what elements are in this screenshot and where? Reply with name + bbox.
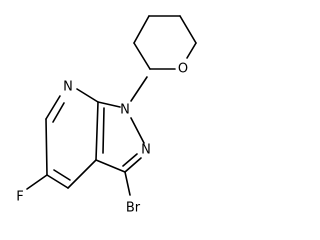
bromine-atom-label: Br [126, 201, 141, 216]
fluorine-atom-label: F [16, 190, 23, 205]
bond-c3a-c7a [95, 101, 99, 161]
bond-n2-c3-double [122, 153, 138, 167]
bond-c7a-npyr [76, 88, 99, 103]
bond-n1-c2 [130, 76, 148, 102]
oxygen-atom-label: O [178, 62, 188, 77]
structure-svg: O N N N F Br [16, 15, 197, 216]
molecule-diagram: O N N N F Br [16, 15, 197, 216]
bond-npyr-c6-double [52, 102, 65, 123]
bond-c3-br [124, 171, 131, 196]
bond-c6-o [186, 42, 197, 59]
bond-c2-c3 [133, 42, 151, 70]
pyridine-ring [45, 88, 105, 189]
bond-c3-c4 [133, 15, 150, 44]
pyridine-nitrogen-label: N [63, 80, 73, 95]
bond-c5-f [26, 174, 48, 190]
bond-c3a-c7a-double [102, 107, 105, 154]
bond-c3-c3a [95, 159, 126, 173]
bond-c5-c4 [46, 174, 69, 189]
bond-c7a-n1 [97, 101, 121, 108]
bond-c5-c4-double [53, 169, 71, 181]
bond-npyr-c6 [45, 95, 61, 120]
bond-n2-c3 [124, 157, 142, 173]
pyrazole-ring [95, 101, 145, 173]
n2-atom-label: N [141, 143, 151, 158]
bond-c5-c6 [179, 15, 197, 44]
bond-n1-n2 [130, 117, 145, 144]
bond-c4-c3a [67, 159, 97, 189]
tetrahydropyran-ring [133, 15, 197, 70]
n1-atom-label: N [120, 103, 130, 118]
bond-c6-c5 [45, 118, 48, 176]
